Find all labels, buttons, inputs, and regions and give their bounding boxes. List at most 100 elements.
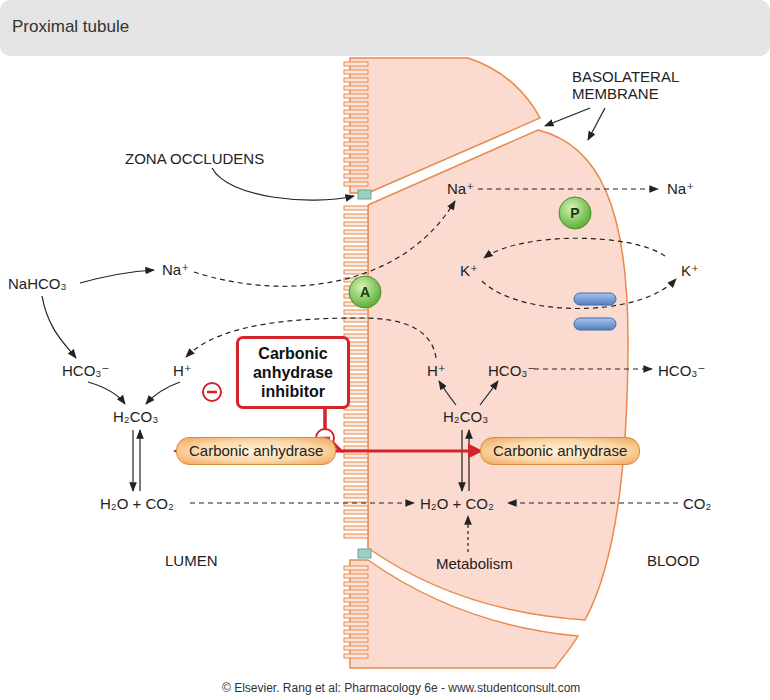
ion-label: CO₂	[683, 495, 711, 512]
ion-label: H⁺	[173, 362, 192, 379]
microvillus	[344, 134, 368, 138]
microvillus	[344, 606, 368, 610]
ion-label: Na⁺	[447, 180, 474, 197]
microvillus	[344, 102, 368, 106]
node-text: Carbonic anhydrase	[189, 442, 323, 460]
microvillus	[344, 494, 368, 498]
microvillus	[344, 166, 368, 170]
microvillus	[344, 318, 368, 322]
inhibitor-box: Carbonic anhydrase inhibitor	[236, 336, 350, 409]
ion-label: K⁺	[681, 262, 699, 279]
neighbour-cell	[350, 560, 578, 668]
microvillus	[344, 566, 368, 570]
ion-label: K⁺	[460, 262, 478, 279]
microvillus	[344, 222, 368, 226]
microvillus	[344, 78, 368, 82]
ion-label: H₂CO₃	[113, 408, 158, 425]
microvillus	[344, 630, 368, 634]
microvillus	[344, 86, 368, 90]
microvillus	[344, 158, 368, 162]
flow-arrows	[42, 108, 678, 552]
k-channel	[574, 293, 616, 305]
diagram-title: Proximal tubule	[12, 17, 129, 37]
node-text: Carbonic anhydrase	[493, 442, 627, 460]
microvillus	[344, 326, 368, 330]
structure-label: ZONA OCCLUDENS	[125, 150, 264, 167]
microvillus	[344, 454, 368, 458]
ion-label: Na⁺	[667, 180, 694, 197]
node-text: A	[348, 275, 382, 309]
ion-label: H₂CO₃	[443, 408, 488, 425]
microvillus	[344, 518, 368, 522]
microvillus	[344, 646, 368, 650]
ion-label: LUMEN	[165, 552, 218, 569]
node-text: P	[558, 196, 592, 230]
microvillus	[344, 590, 368, 594]
microvillus	[344, 262, 368, 266]
microvillus	[344, 94, 368, 98]
microvillus	[344, 526, 368, 530]
microvillus	[344, 446, 368, 450]
ion-label: NaHCO₃	[8, 275, 67, 292]
header-band	[0, 0, 770, 56]
microvillus	[344, 214, 368, 218]
ion-label: HCO₃⁻	[62, 362, 109, 379]
microvillus	[344, 230, 368, 234]
transporter-circle: A	[348, 275, 382, 309]
microvillus	[344, 486, 368, 490]
ion-label: H⁺	[427, 362, 446, 379]
microvillus	[344, 70, 368, 74]
ion-label: BLOOD	[647, 552, 700, 569]
microvillus	[344, 126, 368, 130]
tight-junction	[358, 190, 371, 199]
microvillus	[344, 470, 368, 474]
microvillus	[344, 238, 368, 242]
microvillus	[344, 414, 368, 418]
microvillus	[344, 478, 368, 482]
microvillus	[344, 254, 368, 258]
microvillus	[344, 438, 368, 442]
microvillus	[344, 638, 368, 642]
ion-label: HCO₃⁻	[488, 362, 535, 379]
structure-label: BASOLATERAL MEMBRANE	[572, 68, 702, 102]
microvillus	[344, 246, 368, 250]
enzyme-box: Carbonic anhydrase	[176, 437, 336, 465]
microvillus	[344, 614, 368, 618]
microvillus	[344, 206, 368, 210]
microvillus	[344, 654, 368, 658]
microvillus	[344, 310, 368, 314]
microvillus	[344, 422, 368, 426]
tubule-cell	[368, 130, 628, 620]
k-channel	[574, 318, 616, 330]
ion-label: Metabolism	[436, 555, 513, 572]
ion-label: Na⁺	[162, 261, 189, 278]
microvillus	[344, 462, 368, 466]
minus-symbol	[203, 383, 221, 401]
microvillus	[344, 622, 368, 626]
microvillus	[344, 598, 368, 602]
tight-junction	[358, 549, 371, 558]
ion-label: H₂O + CO₂	[420, 495, 494, 512]
microvillus	[344, 574, 368, 578]
pump-circle: P	[558, 196, 592, 230]
copyright-note: © Elsevier. Rang et al: Pharmacology 6e …	[222, 680, 580, 697]
microvillus	[344, 62, 368, 66]
microvillus	[344, 118, 368, 122]
microvillus	[344, 430, 368, 434]
microvillus	[344, 150, 368, 154]
enzyme-box: Carbonic anhydrase	[480, 437, 640, 465]
node-text: Carbonic anhydrase inhibitor	[247, 344, 339, 401]
microvillus	[344, 142, 368, 146]
ion-label: HCO₃⁻	[658, 362, 705, 379]
microvillus	[344, 110, 368, 114]
ion-label: H₂O + CO₂	[100, 495, 174, 512]
microvillus	[344, 510, 368, 514]
microvillus	[344, 582, 368, 586]
microvillus	[344, 182, 368, 186]
microvillus	[344, 174, 368, 178]
microvillus	[344, 534, 368, 538]
